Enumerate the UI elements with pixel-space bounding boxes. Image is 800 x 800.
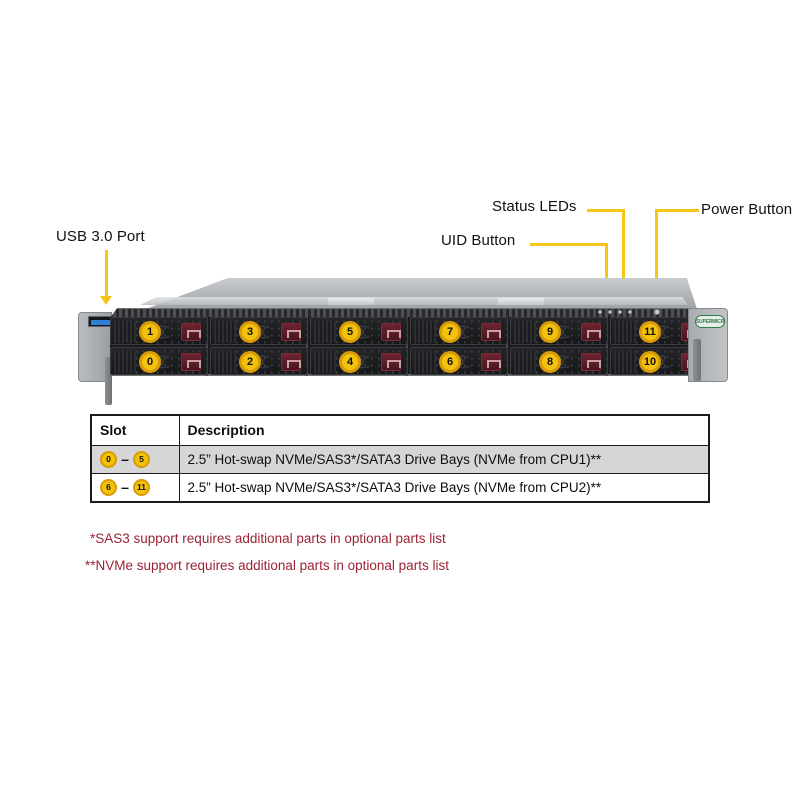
callout-arrow-usb — [100, 296, 112, 305]
table-body: 0–5 2.5” Hot-swap NVMe/SAS3*/SATA3 Drive… — [90, 444, 710, 502]
drive-bay[interactable]: 7 — [410, 317, 508, 345]
chassis-lid — [138, 278, 698, 312]
drive-bay[interactable]: 3 — [210, 317, 308, 345]
column-header-slot: Slot — [90, 414, 180, 446]
drive-bay-vent — [614, 351, 636, 373]
drive-bay[interactable]: 0 — [110, 347, 208, 375]
status-led-1 — [598, 310, 602, 314]
slot-description-cell: 2.5” Hot-swap NVMe/SAS3*/SATA3 Drive Bay… — [178, 472, 710, 502]
lid-tab-right — [498, 298, 544, 305]
callout-leader-status-horizontal — [587, 209, 625, 212]
drive-bay-vent — [214, 351, 236, 373]
callout-label-status-leds: Status LEDs — [492, 198, 577, 215]
chassis-lid-sheen — [140, 297, 688, 305]
drive-bay[interactable]: 8 — [510, 347, 608, 375]
rack-handle-right — [693, 339, 701, 381]
callout-leader-power-horizontal — [655, 209, 699, 212]
drive-bay-number-badge: 11 — [639, 321, 661, 343]
slot-description-table: Slot Description 0–5 2.5” Hot-swap NVMe/… — [90, 414, 710, 503]
drive-bay-vent — [314, 321, 336, 343]
column-header-description: Description — [178, 414, 710, 446]
power-button[interactable] — [654, 309, 660, 315]
status-led-2 — [608, 310, 612, 314]
slot-range-cell: 6–11 — [90, 472, 180, 502]
status-led-3 — [628, 310, 632, 314]
drive-bay-latch[interactable] — [281, 323, 301, 341]
callout-leader-power-vertical — [655, 209, 658, 320]
vendor-logo-text: SUPERMICR — [695, 318, 725, 325]
table-row: 0–5 2.5” Hot-swap NVMe/SAS3*/SATA3 Drive… — [90, 444, 710, 474]
drive-bay-latch[interactable] — [181, 323, 201, 341]
slot-chip-to: 5 — [133, 450, 150, 468]
slot-range-cell: 0–5 — [90, 444, 180, 474]
drive-bay-number-badge: 6 — [439, 351, 461, 373]
usb-3-0-port[interactable] — [88, 316, 112, 327]
drive-bay-vent — [414, 351, 436, 373]
drive-bay-latch[interactable] — [381, 323, 401, 341]
footnote-sas3: *SAS3 support requires additional parts … — [90, 531, 446, 546]
drive-bay-number-badge: 7 — [439, 321, 461, 343]
slot-chip-from: 6 — [100, 478, 117, 496]
drive-bay-latch[interactable] — [481, 323, 501, 341]
drive-bay-number-badge: 5 — [339, 321, 361, 343]
slot-chip-to: 11 — [133, 478, 150, 496]
drive-bay-number-badge: 9 — [539, 321, 561, 343]
callout-label-power-button: Power Button — [701, 201, 793, 218]
drive-bay-latch[interactable] — [581, 323, 601, 341]
footnote-nvme: **NVMe support requires additional parts… — [85, 558, 449, 573]
lid-tab-center — [328, 298, 374, 305]
drive-bay-vent — [314, 351, 336, 373]
rack-handle-left — [105, 357, 112, 405]
table-header-row: Slot Description — [90, 414, 710, 446]
drive-bay-number-badge: 1 — [139, 321, 161, 343]
slot-range-dash: – — [121, 451, 129, 467]
drive-bay-vent — [614, 321, 636, 343]
drive-bay-vent — [514, 321, 536, 343]
chassis-vent-strip — [110, 308, 710, 318]
drive-bay-vent — [214, 321, 236, 343]
callout-leader-status-vertical — [622, 209, 625, 320]
table-row: 6–11 2.5” Hot-swap NVMe/SAS3*/SATA3 Driv… — [90, 472, 710, 502]
slot-chip-from: 0 — [100, 450, 117, 468]
chassis-ear-right: SUPERMICR — [688, 308, 728, 382]
vendor-logo-badge: SUPERMICR — [695, 315, 725, 328]
callout-leader-uid-horizontal — [530, 243, 608, 246]
drive-bay-latch[interactable] — [281, 353, 301, 371]
drive-bay-latch[interactable] — [181, 353, 201, 371]
drive-bay-vent — [414, 321, 436, 343]
drive-bay-latch[interactable] — [581, 353, 601, 371]
drive-bay-vent — [514, 351, 536, 373]
drive-bay-number-badge: 8 — [539, 351, 561, 373]
drive-bay-number-badge: 0 — [139, 351, 161, 373]
drive-bay[interactable]: 1 — [110, 317, 208, 345]
drive-bay-latch[interactable] — [381, 353, 401, 371]
callout-leader-usb-vertical — [105, 250, 108, 298]
drive-bay-latch[interactable] — [481, 353, 501, 371]
drive-bay-number-badge: 2 — [239, 351, 261, 373]
drive-bay-vent — [114, 351, 136, 373]
drive-bay-vent — [114, 321, 136, 343]
drive-bay[interactable]: 4 — [310, 347, 408, 375]
slot-description-cell: 2.5” Hot-swap NVMe/SAS3*/SATA3 Drive Bay… — [178, 444, 710, 474]
drive-bay[interactable]: 2 — [210, 347, 308, 375]
drive-bay[interactable]: 6 — [410, 347, 508, 375]
uid-button[interactable] — [618, 310, 622, 314]
callout-label-usb-3-0-port: USB 3.0 Port — [56, 228, 145, 245]
callout-label-uid-button: UID Button — [441, 232, 516, 249]
slot-range-dash: – — [121, 479, 129, 495]
drive-bay-number-badge: 10 — [639, 351, 661, 373]
drive-bay[interactable]: 5 — [310, 317, 408, 345]
drive-bay-number-badge: 3 — [239, 321, 261, 343]
drive-bay[interactable]: 9 — [510, 317, 608, 345]
drive-bay-number-badge: 4 — [339, 351, 361, 373]
